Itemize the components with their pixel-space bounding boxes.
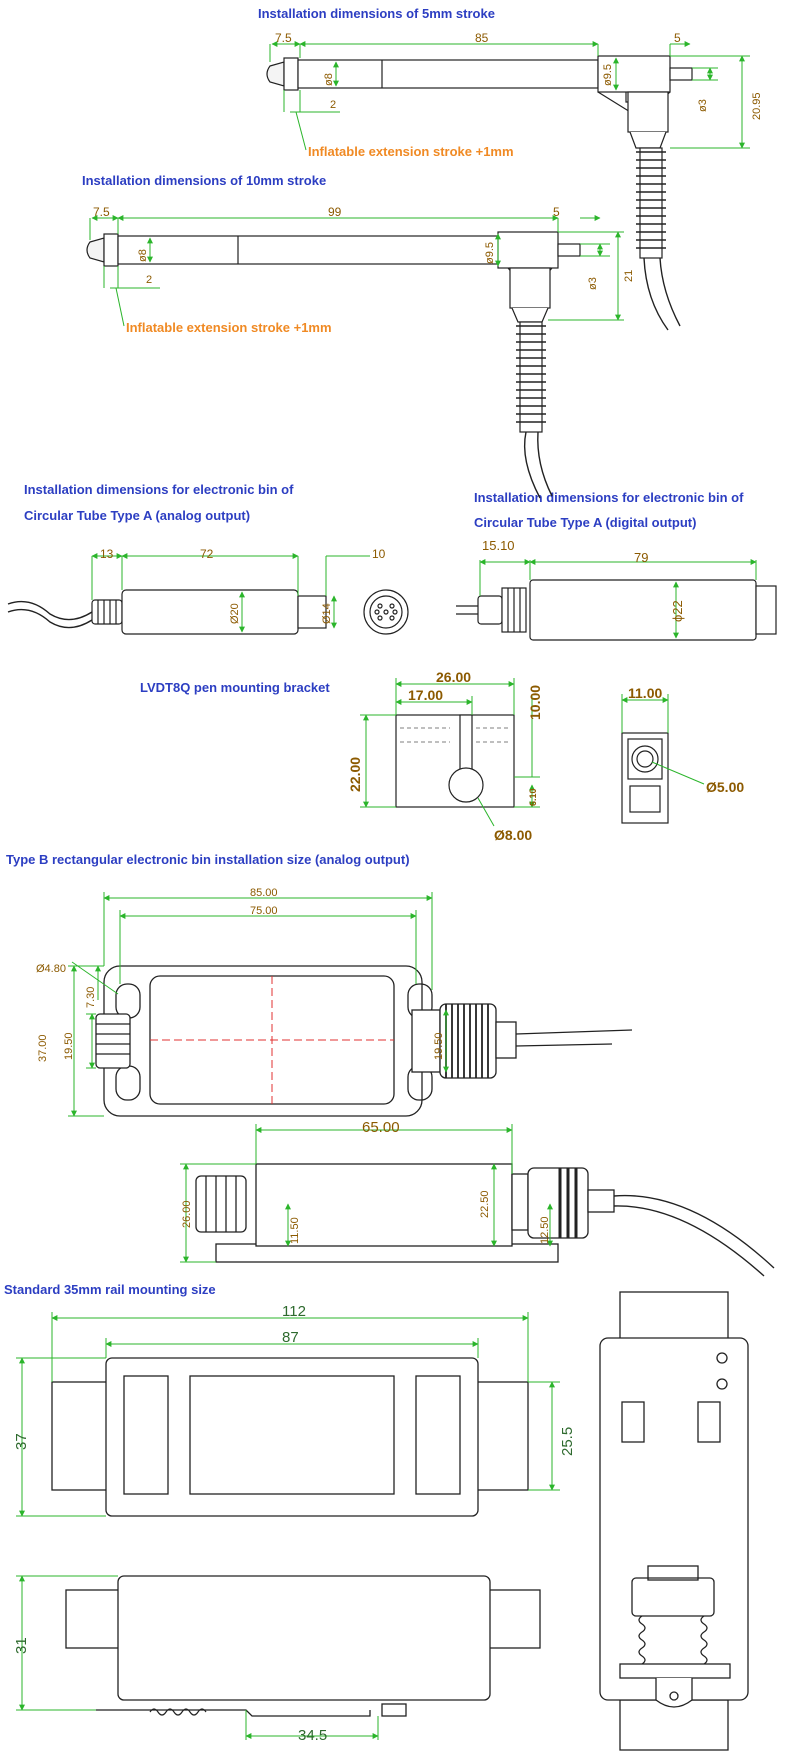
dim-typeb-conn-h: 19.50: [433, 1032, 445, 1060]
rail-side-drawing: [65, 1575, 541, 1717]
dim-typeb-side-body: 22.50: [479, 1190, 491, 1218]
dim-typeb-side-conn: 12.50: [539, 1216, 551, 1244]
dim-typeb-outer: 85.00: [250, 887, 278, 899]
dim-bracket-top: 10.00: [527, 685, 543, 720]
typeb-side-drawing: [195, 1163, 775, 1277]
heading-rail: Standard 35mm rail mounting size: [4, 1282, 216, 1297]
dim-10mm-length: 99: [328, 205, 342, 219]
heading-5mm-stroke: Installation dimensions of 5mm stroke: [258, 6, 495, 21]
dim-typeb-side-gland: 11.50: [289, 1217, 301, 1244]
dim-typeb-h-offset: 7.30: [85, 987, 97, 1008]
digital-bin-dimensions: [479, 559, 757, 639]
dim-digital-length: 79: [634, 550, 648, 565]
dim-analog-conn-dia: Ø14: [321, 603, 333, 624]
dim-10mm-tip: 7.5: [93, 205, 110, 219]
dim-10mm-head-dia: ø9.5: [484, 242, 496, 264]
dim-analog-conn: 10: [372, 547, 386, 561]
dim-rail-body: 87: [282, 1329, 299, 1346]
dim-bracket-width: 26.00: [436, 669, 471, 685]
dim-5mm-gap: 2: [330, 99, 336, 111]
dim-bracket-hole: Ø8.00: [494, 827, 532, 843]
dim-10mm-gap: 2: [146, 274, 152, 286]
dim-typeb-gland-h: 19.50: [63, 1032, 75, 1060]
analog-bin-dimensions: [91, 553, 370, 633]
probe-5mm-dimensions: [269, 41, 750, 151]
dim-typeb-height: 37.00: [37, 1034, 49, 1062]
dim-10mm-conn-dia: ø3: [587, 277, 599, 290]
heading-analog-bin-line2: Circular Tube Type A (analog output): [24, 508, 251, 523]
dim-analog-body-dia: Ø20: [229, 603, 241, 624]
dim-5mm-conn-dia: ø3: [697, 99, 709, 112]
typeb-top-dimensions: [68, 892, 449, 1117]
heading-analog-bin-line1: Installation dimensions for electronic b…: [24, 482, 294, 497]
typeb-top-centerlines: [150, 976, 394, 1104]
analog-bin-drawing: [7, 589, 409, 635]
dim-typeb-side-len: 65.00: [362, 1119, 400, 1136]
probe-10mm-dimensions: [89, 215, 624, 327]
rail-side-dimensions: [16, 1575, 379, 1740]
rail-end-drawing: [599, 1291, 749, 1751]
dim-bracket-height: 22.00: [347, 757, 363, 792]
dim-digital-gland: 15.10: [482, 538, 515, 553]
heading-bracket: LVDT8Q pen mounting bracket: [140, 680, 330, 695]
dim-analog-length: 72: [200, 547, 214, 561]
dim-rail-inner: 25.5: [559, 1427, 576, 1456]
dim-typeb-side-h: 26.00: [181, 1200, 193, 1228]
heading-10mm-stroke: Installation dimensions of 10mm stroke: [82, 173, 327, 188]
dim-bracket-slot: 17.00: [408, 687, 443, 703]
dim-bracket-side-width: 11.00: [628, 685, 662, 701]
note-5mm-extension: Inflatable extension stroke +1mm: [308, 144, 514, 159]
dim-5mm-tip: 7.5: [275, 31, 292, 45]
bracket-side-drawing: [621, 732, 669, 824]
probe-10mm-drawing: [86, 231, 581, 499]
heading-type-b: Type B rectangular electronic bin instal…: [6, 852, 410, 867]
bracket-dimensions: [360, 678, 705, 827]
rail-top-drawing: [51, 1357, 529, 1517]
dim-10mm-height: 21: [623, 270, 635, 282]
heading-digital-bin-line1: Installation dimensions for electronic b…: [474, 490, 744, 505]
dim-digital-dia: ϕ22: [670, 600, 685, 622]
note-10mm-extension: Inflatable extension stroke +1mm: [126, 320, 332, 335]
dim-10mm-body-dia: ø8: [137, 249, 149, 262]
dim-5mm-rear: 5: [674, 31, 681, 45]
rail-top-dimensions: [16, 1312, 560, 1517]
dim-rail-height: 37: [13, 1433, 30, 1450]
typeb-side-dimensions: [180, 1124, 553, 1263]
dim-5mm-height: 20.95: [751, 92, 763, 120]
dim-5mm-head-dia: ø9.5: [602, 64, 614, 86]
digital-bin-drawing: [456, 579, 777, 641]
dim-bracket-bottom: 6.10: [528, 788, 538, 806]
dim-rail-clip: 34.5: [298, 1727, 327, 1744]
dim-bracket-side-hole: Ø5.00: [706, 779, 744, 795]
bracket-front-drawing: [395, 714, 515, 808]
dim-rail-side-h: 31: [13, 1637, 30, 1654]
dim-typeb-inner: 75.00: [250, 905, 278, 917]
dim-rail-width: 112: [282, 1303, 306, 1320]
heading-digital-bin-line2: Circular Tube Type A (digital output): [474, 515, 697, 530]
probe-5mm-drawing: [266, 55, 693, 331]
dim-analog-gland: 13: [100, 547, 114, 561]
dim-typeb-hole: Ø4.80: [36, 963, 66, 975]
dim-5mm-body-dia: ø8: [323, 73, 335, 86]
typeb-top-drawing: [95, 965, 633, 1117]
dim-5mm-length: 85: [475, 31, 489, 45]
dim-10mm-rear: 5: [553, 205, 560, 219]
